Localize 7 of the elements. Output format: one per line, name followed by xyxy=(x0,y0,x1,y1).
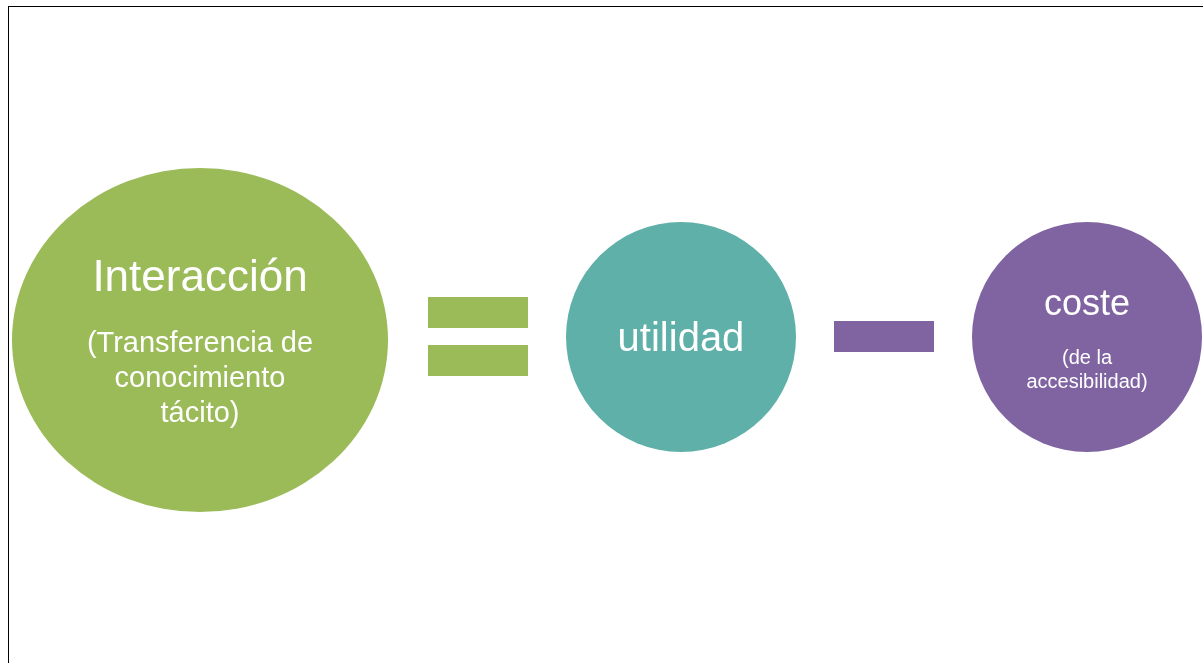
circle-heading: Interacción xyxy=(92,250,308,303)
circle-subtext: (Transferencia de conocimiento tácito) xyxy=(85,325,315,430)
circle-subtext: (de la accesibilidad) xyxy=(1025,344,1149,393)
equals-sign xyxy=(428,297,528,376)
circle-heading: utilidad xyxy=(617,314,745,361)
circle-heading: coste xyxy=(1043,281,1130,325)
minus-sign xyxy=(834,321,934,352)
